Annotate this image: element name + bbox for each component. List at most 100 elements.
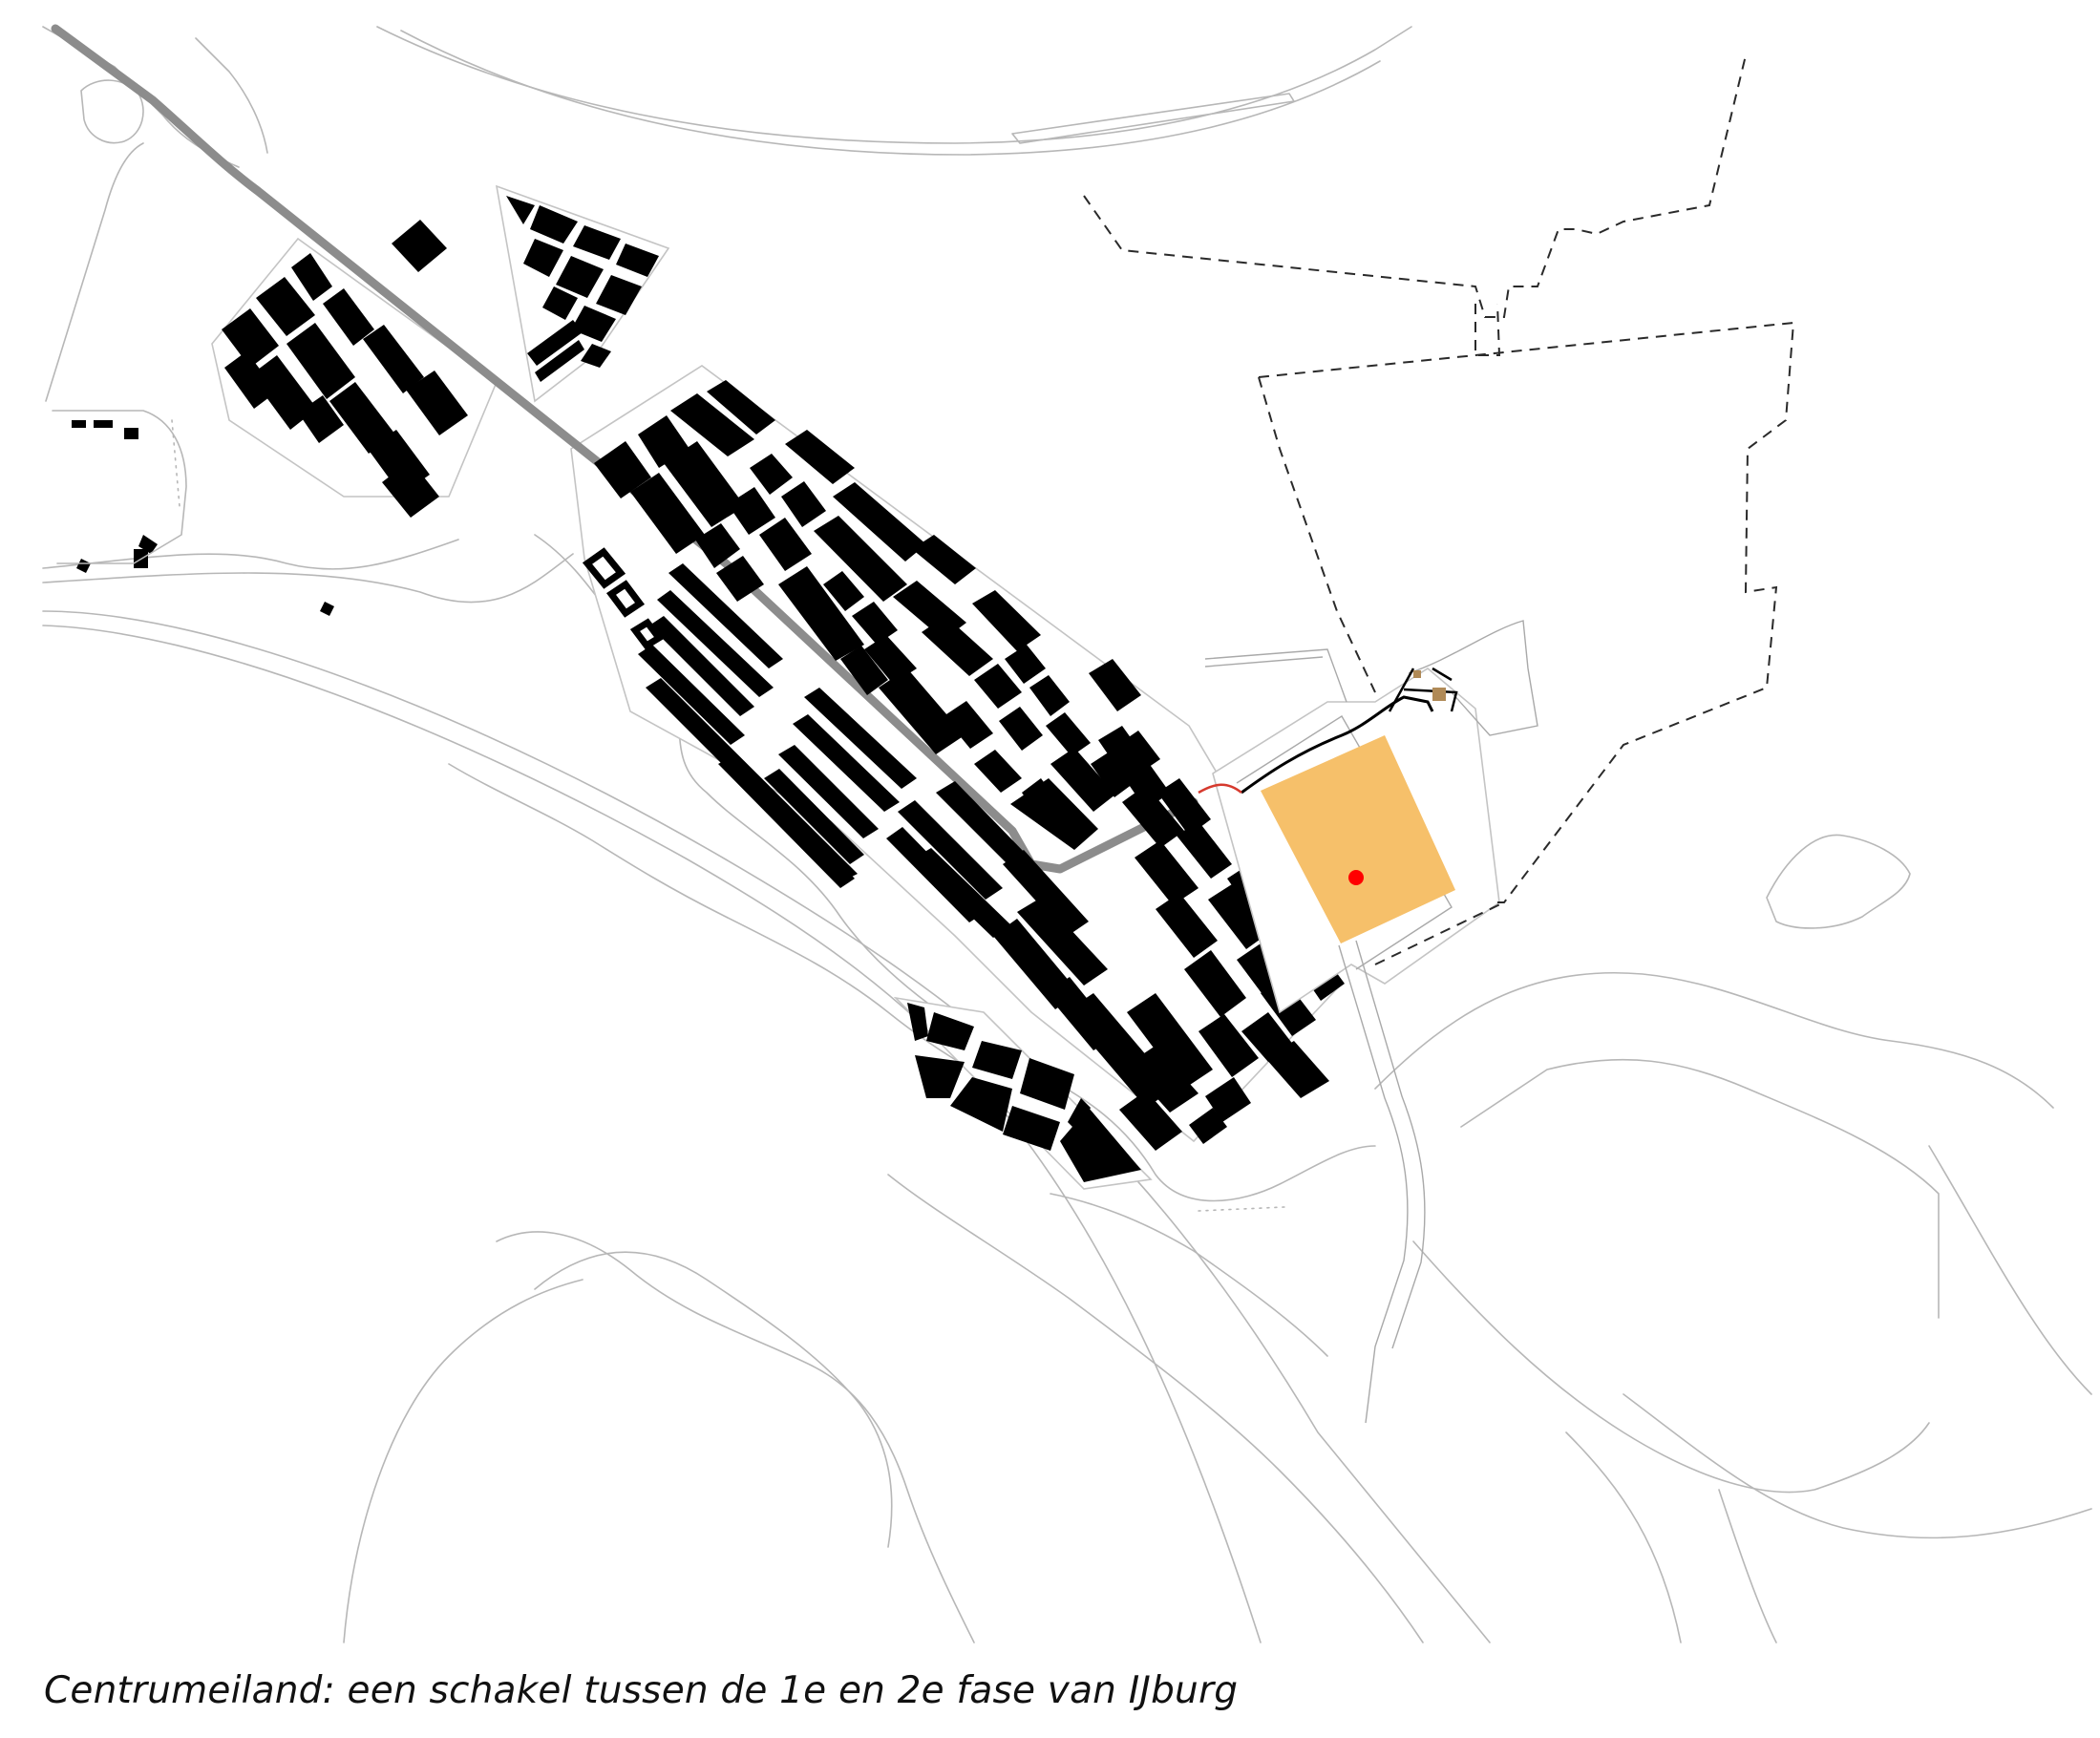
south-lagoon-2: [343, 1279, 583, 1643]
building-block: [804, 688, 917, 789]
building-block: [793, 714, 900, 812]
building-block: [596, 275, 642, 315]
building-block: [506, 196, 535, 224]
building-block: [581, 344, 611, 368]
building-block: [926, 1012, 974, 1050]
phase-2-boundaries: [1083, 54, 1795, 965]
building-block: [1060, 1108, 1141, 1182]
haveneiland-outline: [570, 365, 1343, 1143]
building-block: [1184, 950, 1246, 1017]
building-block: [1046, 712, 1091, 756]
se-shore-3: [1412, 1240, 1930, 1494]
building-block: [363, 325, 424, 393]
building-block: [1098, 726, 1170, 810]
building-block: [1091, 750, 1136, 797]
building-block: [716, 556, 764, 602]
building-block: [594, 441, 651, 498]
nw-ring: [80, 79, 144, 144]
south-lagoon: [496, 1231, 975, 1643]
building-block: [1005, 645, 1046, 684]
building-block: [222, 308, 279, 368]
phase-2-west-boundary: [1258, 376, 1376, 693]
phase-2-south-edge: [1374, 901, 1505, 965]
building-block: [833, 482, 926, 562]
building-block: [922, 616, 993, 676]
se-shore: [1374, 972, 2054, 1109]
west-dotted-line-2: [1198, 1206, 1285, 1212]
building-block: [1156, 893, 1218, 958]
pavilion-outline: [582, 547, 626, 589]
building-block: [523, 239, 563, 277]
pavilion-outline: [629, 618, 665, 650]
building-block: [879, 668, 965, 754]
building-block: [638, 645, 745, 745]
building-block: [907, 1003, 928, 1041]
building-block: [718, 754, 855, 888]
building-block: [764, 769, 864, 864]
south-west-island: [534, 1251, 893, 1548]
building-block: [94, 420, 113, 428]
map-caption: Centrumeiland: een schakel tussen de 1e …: [44, 1669, 1239, 1712]
building-block: [1198, 1014, 1259, 1077]
building-block: [657, 590, 774, 697]
building-block: [668, 563, 783, 668]
sw-embankment-3: [42, 553, 574, 604]
building-block: [974, 750, 1022, 793]
building-block: [1127, 993, 1213, 1089]
building-block: [530, 205, 578, 244]
building-blocks: [72, 196, 1345, 1182]
building-block: [759, 518, 812, 571]
building-block: [76, 559, 91, 573]
building-block: [291, 253, 332, 301]
building-block: [1050, 748, 1115, 812]
building-block: [329, 382, 395, 454]
building-block: [950, 1077, 1012, 1132]
building-block: [1010, 778, 1098, 850]
building-block: [1265, 1041, 1329, 1098]
building-block: [778, 745, 879, 838]
building-block: [972, 590, 1041, 651]
building-block: [1003, 1106, 1060, 1151]
building-block: [750, 454, 793, 495]
south-bridge: [1338, 944, 1409, 1424]
west-details: [52, 410, 1285, 1212]
jetty-building: [1432, 688, 1446, 701]
building-block: [944, 701, 993, 749]
building-block: [542, 286, 578, 320]
building-block: [1003, 850, 1089, 936]
phase-2-connector: [1474, 303, 1501, 356]
building-block: [823, 571, 864, 611]
main-road: [51, 24, 1198, 874]
building-block: [972, 1041, 1022, 1079]
se-shore-7: [1718, 1489, 1777, 1643]
building-block: [695, 523, 740, 568]
building-block: [1068, 1098, 1091, 1132]
building-block: [785, 430, 855, 484]
building-block: [915, 1055, 965, 1098]
building-block: [382, 460, 439, 518]
building-block: [298, 395, 344, 443]
building-block: [406, 371, 468, 435]
building-block: [999, 707, 1043, 751]
west-harbour: [52, 410, 187, 564]
building-block: [630, 473, 705, 554]
building-block: [664, 441, 745, 527]
building-block: [707, 380, 775, 434]
building-block: [814, 516, 907, 602]
sw-embankment-4: [42, 539, 459, 570]
pier-arm-2: [1204, 656, 1324, 668]
building-block: [898, 800, 1003, 900]
building-block: [1119, 1091, 1182, 1151]
outlined-structures: [582, 547, 665, 650]
building-block: [912, 535, 976, 584]
building-block: [912, 848, 1012, 938]
south-waterline: [887, 1174, 1424, 1643]
building-block: [974, 664, 1022, 709]
site-plan-map: [42, 24, 2092, 1643]
building-block: [670, 393, 754, 456]
building-block: [781, 481, 826, 527]
harbour-outline: [1408, 620, 1538, 736]
centrumeiland-plot: [1261, 735, 1455, 943]
nw-shore-2: [195, 37, 268, 154]
north-dike-outer: [376, 26, 1412, 144]
